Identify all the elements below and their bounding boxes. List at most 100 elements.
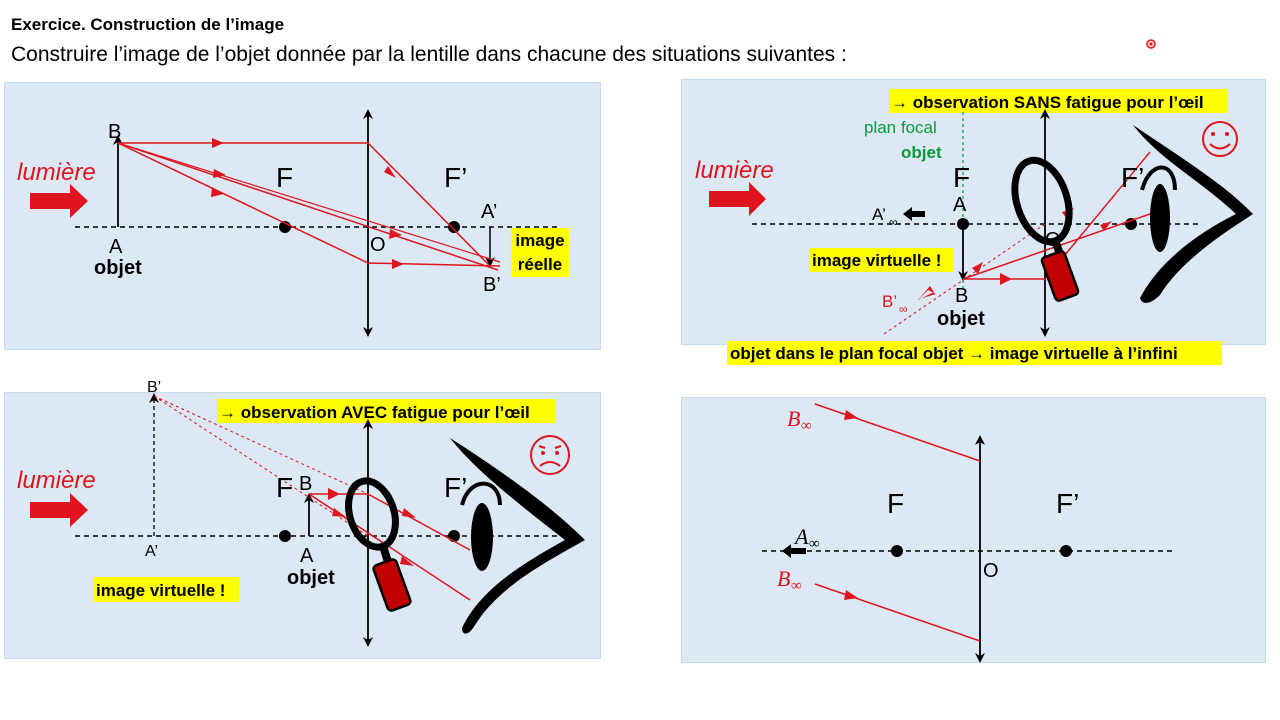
- label-point-A: A: [109, 236, 123, 258]
- ray-arrowhead: [1000, 273, 1012, 285]
- arrow-left-icon: [782, 544, 806, 558]
- focus-F-prime-dot: [448, 221, 460, 233]
- label-a-prime-infinity: A’: [872, 205, 886, 224]
- label-center-O: O: [370, 234, 386, 256]
- panel1-drawing: lumière B A objet F F’ O A’ B’ image rée…: [17, 109, 569, 337]
- panel2-drawing: → observation SANS fatigue pour l’œil pl…: [695, 89, 1253, 365]
- arrow-down-left-icon: [918, 286, 936, 300]
- ray-arrowhead: [332, 508, 346, 517]
- ray-through-center: [117, 142, 499, 271]
- infinity-subscript: ∞: [801, 418, 812, 434]
- ray-arrowhead: [844, 590, 858, 600]
- label-focus-F: F: [276, 472, 293, 503]
- ray-arrowhead: [844, 410, 858, 420]
- panel-magnifier-with-fatigue: [4, 392, 601, 659]
- observation-label: → observation SANS fatigue pour l’œil: [891, 93, 1204, 112]
- focus-F-prime-dot: [448, 530, 460, 542]
- exercise-title: Exercice. Construction de l’image: [11, 15, 285, 34]
- focus-F-dot: [279, 530, 291, 542]
- ray-arrowhead: [213, 169, 226, 178]
- light-label: lumière: [17, 467, 96, 494]
- ray-arrowhead: [972, 262, 983, 274]
- smiley-icon: [1202, 121, 1238, 157]
- infinity-subscript: ∞: [791, 578, 802, 594]
- virtual-image-label: image virtuelle !: [96, 581, 225, 600]
- image-label-line1: image: [515, 231, 564, 250]
- panel4-drawing: B ∞ B ∞ A ∞ F F’ O: [762, 403, 1175, 663]
- label-focus-F-prime: F’: [1056, 488, 1079, 519]
- arrow-left-icon: [903, 207, 925, 221]
- label-b-infinity-top: B: [787, 406, 800, 431]
- label-point-A-prime: A’: [145, 543, 158, 560]
- virtual-ray-extension: [153, 395, 369, 537]
- label-center-O: O: [1045, 229, 1061, 251]
- incident-ray-top: [814, 403, 981, 462]
- panel-object-at-infinity: [681, 397, 1266, 663]
- ray-arrowhead: [392, 259, 404, 269]
- label-point-B: B: [108, 121, 121, 143]
- infinity-subscript: ∞: [899, 302, 908, 316]
- ray-arrowhead: [400, 556, 414, 566]
- label-focus-F-prime: F’: [1121, 162, 1144, 193]
- panel-real-image: [4, 82, 601, 350]
- light-label: lumière: [695, 157, 774, 184]
- ray-arrowhead: [212, 138, 224, 148]
- label-point-A: A: [953, 194, 967, 216]
- ray-arrowhead: [1100, 221, 1112, 231]
- light-direction-arrow-icon: [709, 182, 766, 216]
- label-center-O: O: [983, 560, 999, 582]
- virtual-image-highlight: [93, 577, 239, 602]
- label-point-B-prime: B’: [147, 379, 161, 396]
- exercise-instruction: Construire l’image de l’objet donnée par…: [11, 43, 847, 66]
- ray-arrowhead: [402, 508, 416, 518]
- focal-plane-label-line1: plan focal: [864, 118, 937, 137]
- eye-icon: [450, 438, 585, 634]
- label-object: objet: [937, 308, 985, 330]
- magnifying-glass-icon: [345, 477, 412, 612]
- magnifying-glass-icon: [1011, 156, 1080, 302]
- ray-extra: [117, 142, 501, 263]
- panel3-drawing: → observation AVEC fatigue pour l’œil: [17, 379, 585, 647]
- ray-parallel: [963, 151, 1151, 280]
- virtual-image-highlight: [809, 248, 954, 272]
- focus-F-prime-dot: [1060, 545, 1072, 557]
- label-b-prime-infinity: B’: [882, 292, 897, 311]
- ray-arrowhead: [211, 187, 224, 197]
- virtual-image-label: image virtuelle !: [812, 251, 941, 270]
- light-label: lumière: [17, 159, 96, 186]
- conclusion-label: objet dans le plan focal objet → image v…: [730, 344, 1178, 363]
- label-point-A-prime: A’: [481, 201, 497, 223]
- ray-through-focus: [117, 142, 501, 267]
- label-object: objet: [287, 567, 335, 589]
- ray-arrowhead: [389, 229, 402, 239]
- worried-face-icon: [530, 435, 570, 475]
- focal-plane-label-line2: objet: [901, 143, 942, 162]
- label-point-B: B: [955, 285, 968, 307]
- label-point-A: A: [300, 545, 314, 567]
- label-focus-F: F: [953, 162, 970, 193]
- label-focus-F-prime: F’: [444, 472, 467, 503]
- focus-F-dot: [891, 545, 903, 557]
- observation-label: → observation AVEC fatigue pour l’œil: [219, 403, 530, 422]
- label-point-B-prime: B’: [483, 274, 501, 296]
- virtual-ray-extension: [883, 223, 1046, 335]
- label-focus-F: F: [276, 162, 293, 193]
- focus-F-dot: [957, 218, 969, 230]
- label-a-infinity: A: [793, 524, 809, 549]
- conclusion-highlight: [727, 341, 1222, 365]
- label-focus-F-prime: F’: [444, 162, 467, 193]
- infinity-subscript: ∞: [889, 215, 898, 229]
- incident-ray-bottom: [814, 583, 981, 642]
- label-focus-F: F: [887, 488, 904, 519]
- ray-parallel: [118, 142, 491, 267]
- ray-arrowhead: [328, 488, 340, 500]
- ray-arrowhead: [384, 166, 396, 178]
- label-point-B: B: [299, 473, 312, 495]
- image-label-highlight: [511, 228, 569, 277]
- eye-icon: [1133, 125, 1253, 303]
- label-object: objet: [94, 257, 142, 279]
- light-direction-arrow-icon: [30, 184, 88, 218]
- label-b-infinity-bottom: B: [777, 566, 790, 591]
- light-direction-arrow-icon: [30, 493, 88, 527]
